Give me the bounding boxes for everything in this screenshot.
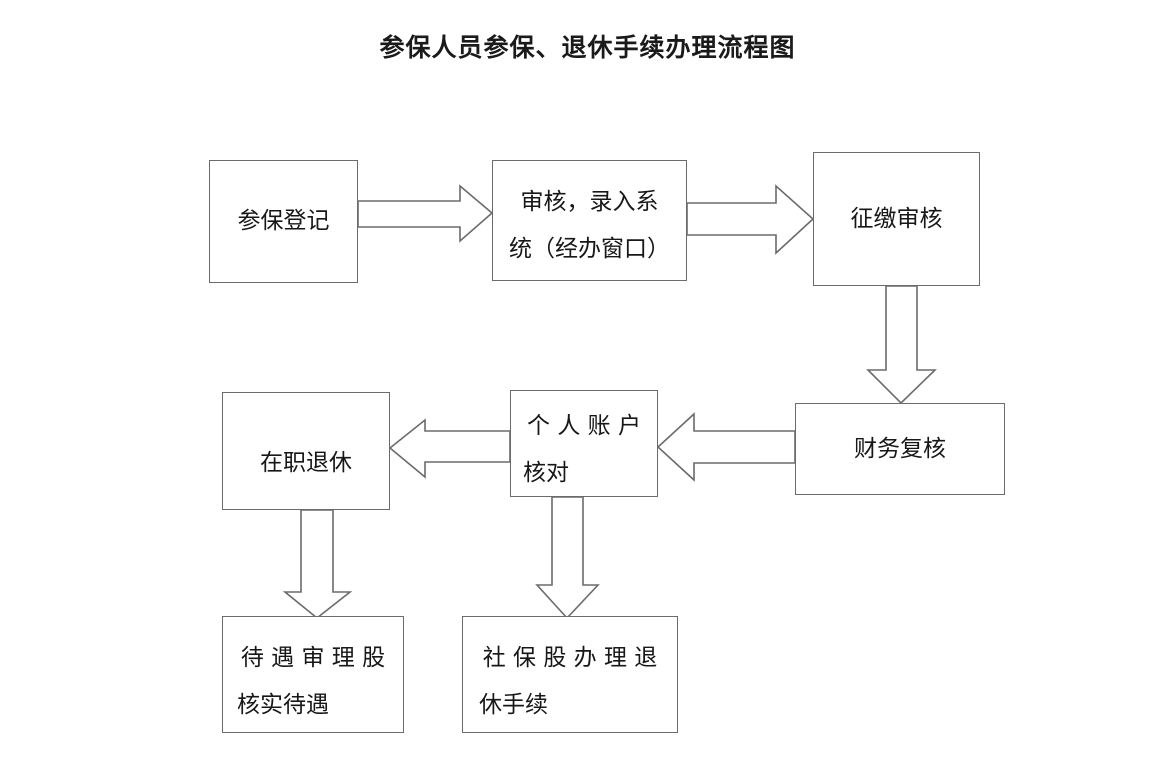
node-canbao-dengji[interactable]: 参保登记 bbox=[209, 160, 358, 283]
node-shebaogu-banli-tuixiu[interactable]: 社 保 股 办 理 退 休手续 bbox=[462, 616, 678, 733]
node-label: 财务复核 bbox=[854, 435, 946, 462]
page-title: 参保人员参保、退休手续办理流程图 bbox=[379, 33, 796, 62]
node-zhengjiao-shenhe[interactable]: 征缴审核 bbox=[813, 152, 980, 286]
arrow-zhengjiaoshenhe-to-caiwufuhe bbox=[866, 285, 937, 405]
node-label: 个 人 账 户 核对 bbox=[523, 413, 641, 486]
node-label: 征缴审核 bbox=[850, 205, 943, 232]
node-caiwu-fuhe[interactable]: 财务复核 bbox=[795, 403, 1005, 495]
node-zaizhi-tuixiu[interactable]: 在职退休 bbox=[222, 392, 390, 510]
node-label: 社 保 股 办 理 退 休手续 bbox=[479, 645, 658, 718]
arrow-zaizhituixiu-to-daiyushenlugu bbox=[282, 509, 353, 620]
arrow-canbaodengji-to-shenhe bbox=[357, 184, 494, 243]
node-label: 参保登记 bbox=[237, 208, 330, 234]
node-label: 在职退休 bbox=[260, 450, 352, 476]
node-label: 审核，录入系 统（经办窗口） bbox=[509, 189, 670, 262]
node-label: 待 遇 审 理 股 核实待遇 bbox=[237, 645, 386, 718]
arrow-shenhe-to-zhengjiaoshenhe bbox=[686, 184, 815, 255]
node-daiyu-shenligu-heshi[interactable]: 待 遇 审 理 股 核实待遇 bbox=[222, 616, 404, 733]
node-geren-zhanghu-hedui[interactable]: 个 人 账 户 核对 bbox=[510, 390, 658, 497]
node-shenhe-luru-xitong[interactable]: 审核，录入系 统（经办窗口） bbox=[492, 160, 687, 281]
arrow-gerenzhanghu-to-shebaogu bbox=[535, 496, 600, 620]
arrow-caiwufuhe-to-gerenzhanghu bbox=[656, 412, 796, 482]
arrow-gerenzhanghu-to-zaizhituixiu bbox=[388, 418, 511, 479]
